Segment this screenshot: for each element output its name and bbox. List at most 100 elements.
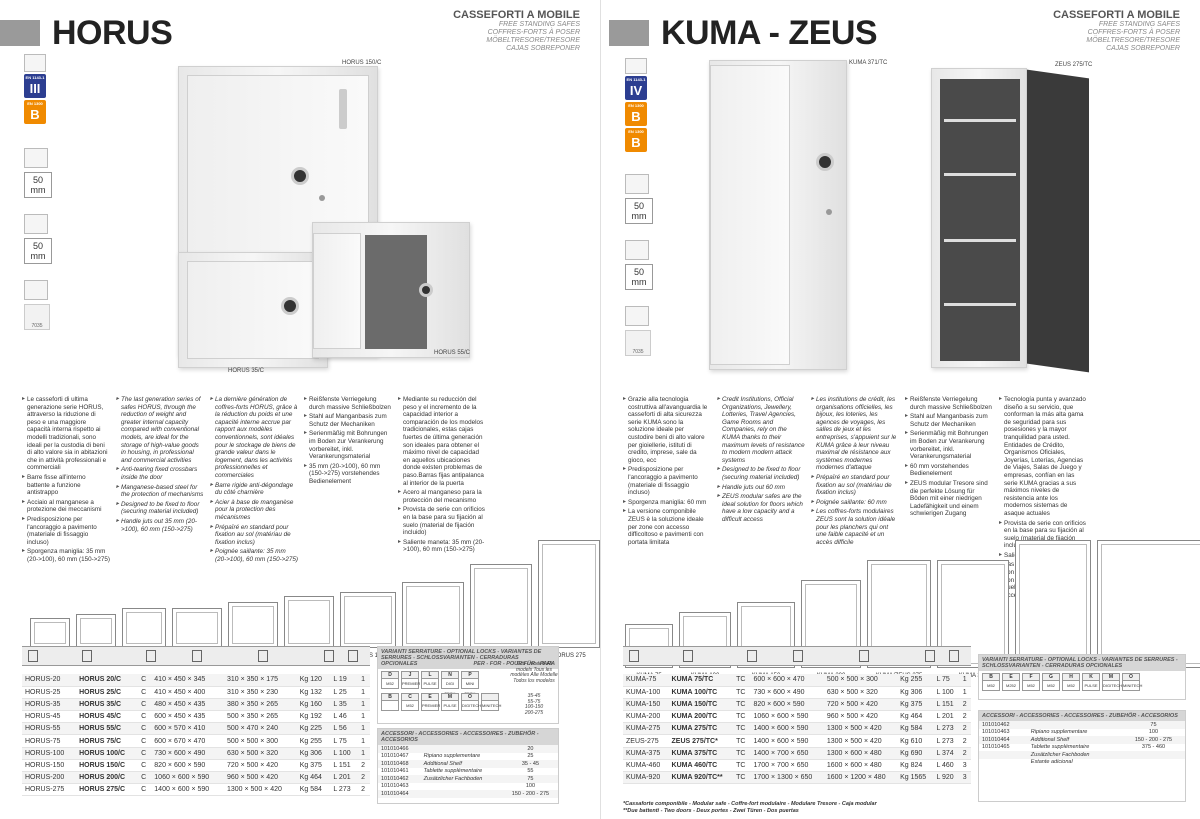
- footer-note-modular: *Cassaforte componibile - Modular safe -…: [623, 801, 877, 807]
- lock-code: N: [441, 671, 459, 679]
- accessory-value: 100: [1148, 729, 1159, 736]
- cert-grade: B: [631, 135, 641, 150]
- table-cell: 1: [358, 686, 370, 699]
- color-swatch: 7035: [625, 330, 651, 356]
- table-cell: ZEUS 275/TC*: [668, 734, 734, 748]
- table-cell: 820 × 600 × 590: [750, 698, 824, 712]
- diagram-interior: [542, 544, 596, 644]
- color-code: 7035: [632, 349, 644, 355]
- lock-code: O: [1122, 673, 1140, 681]
- accessory-code: 101010463: [381, 783, 409, 790]
- lock-name: MINITECH: [1122, 681, 1142, 691]
- color-swatch: 7035: [24, 304, 50, 330]
- table-cell: HORUS 20/C: [76, 674, 139, 687]
- table-cell: TC: [733, 747, 751, 760]
- safe-interior: [940, 79, 1020, 361]
- lock-name: PULSE: [441, 701, 459, 711]
- table-cell: Kg 464: [296, 771, 331, 785]
- accessory-value: 75: [1121, 721, 1185, 729]
- inner-dimensions-icon: [258, 650, 268, 662]
- lock-code: M: [1102, 673, 1120, 681]
- accessories-header: ACCESSORI - ACCESSORIES - ACCESSOIRES - …: [378, 729, 558, 745]
- table-cell: 1: [358, 734, 370, 748]
- description-bullet: The last generation series of safes HORU…: [116, 396, 204, 464]
- photo-label: HORUS 35/C: [228, 368, 265, 374]
- lock-code: E: [421, 693, 439, 701]
- table-header-icons: [22, 646, 370, 666]
- table-cell: TC: [733, 686, 751, 699]
- lock-code: D: [381, 671, 399, 679]
- table-cell: Kg 132: [296, 686, 331, 699]
- photo-label: ZEUS 275/TC: [1055, 62, 1093, 68]
- photo-label: HORUS 150/C: [342, 60, 382, 66]
- table-cell: C: [138, 771, 152, 785]
- description-bullet: Provista de serie con orificios en la ba…: [398, 506, 486, 536]
- mm-unit: mm: [30, 251, 46, 261]
- table-cell: 1: [358, 674, 370, 687]
- table-cell: 1400 × 600 × 590: [151, 783, 224, 797]
- safe-door-open: [710, 65, 790, 365]
- accessory-description: Additional Shelf: [420, 760, 503, 768]
- description-bullet: Acier à base de manganèse pour la protec…: [210, 499, 298, 522]
- lock-code: L: [421, 671, 439, 679]
- locks-for-note: Tutti i modelli All models Tous les modè…: [510, 661, 558, 684]
- table-cell: 960 × 500 × 420: [823, 710, 898, 724]
- accessory-description: Tablette supplémentaire: [1030, 744, 1090, 751]
- category-sub: FREE STANDING SAFES: [498, 21, 580, 28]
- volume-icon: [348, 650, 358, 662]
- category-sub: COFFRES-FORTS À POSER: [1087, 29, 1180, 36]
- table-cell: KUMA 920/TC**: [668, 771, 734, 785]
- for-all-models: Tutti i modelli All models Tous les modè…: [510, 661, 558, 684]
- accessory-row: Zusätzlicher Fachboden: [979, 751, 1185, 759]
- category-header: CASSEFORTI A MOBILE FREE STANDING SAFES …: [1053, 9, 1180, 53]
- locks-header: VARIANTI SERRATURE - OPTIONAL LOCKS - VA…: [378, 647, 558, 669]
- table-cell: HORUS 200/C: [76, 771, 139, 785]
- weight-icon: [925, 650, 935, 662]
- mm-value: 50: [32, 241, 43, 251]
- lock-name: PREMIER: [401, 679, 420, 689]
- table-cell: L 920: [933, 771, 960, 785]
- dial-icon: [816, 153, 834, 171]
- volume-icon: [949, 650, 959, 662]
- category-sub: FREE STANDING SAFES: [1098, 21, 1180, 28]
- accessory-value: 375 - 460: [1141, 744, 1166, 751]
- for-value: 200-275: [524, 709, 544, 716]
- diagram-interior: [176, 612, 218, 644]
- description-bullet: Poignée saillante: 60 mm: [811, 499, 899, 507]
- table-cell: 1: [358, 747, 370, 760]
- lock-name: DIGI TECH: [441, 679, 459, 696]
- description-bullet: Serienmäßig mit Bohrungen im Boden zur V…: [304, 430, 392, 460]
- description-bullet: Acciaio al manganese a protezione dei me…: [22, 499, 110, 514]
- table-cell: Kg 584: [296, 783, 331, 797]
- lock-code: P: [461, 671, 479, 679]
- table-cell: L 151: [330, 759, 359, 773]
- accessory-row: Estante adicional: [979, 759, 1185, 767]
- description-bullet: Les coffres-forts modulaires ZEUS sont l…: [811, 508, 899, 546]
- lock-name: M52: [982, 681, 1000, 691]
- description-column: Mediante su reducción del peso y el incr…: [398, 396, 486, 565]
- table-cell: L 273: [933, 722, 960, 736]
- table-cell: HORUS-35: [22, 698, 77, 712]
- accessory-code: 101010464: [378, 790, 421, 798]
- table-cell: KUMA 150/TC: [668, 698, 734, 712]
- safe-door: [187, 261, 319, 359]
- keyhole-icon: [319, 195, 325, 201]
- table-cell: Kg 610: [897, 734, 934, 748]
- table-cell: 1400 × 600 × 590: [750, 722, 824, 736]
- description-bullet: Prépaïré en standard pour fixation au so…: [210, 524, 298, 547]
- description-bullet: Handle juts out 60 mm: [717, 484, 805, 492]
